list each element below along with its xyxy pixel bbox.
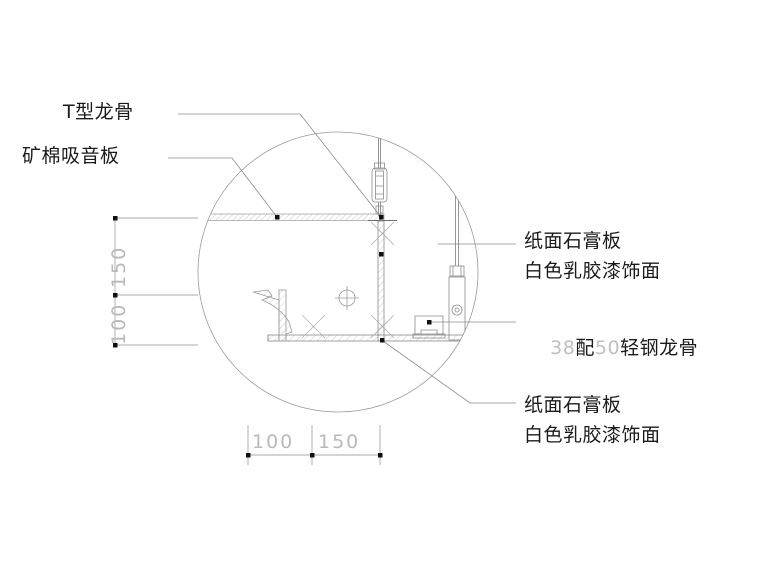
dim-vertical-150: 150	[108, 245, 130, 288]
vertical-dimension-group	[114, 217, 198, 346]
light-steel-keel-section	[412, 315, 446, 339]
vertical-dimension-ticks	[113, 216, 118, 348]
expansion-anchor-bolt	[448, 180, 466, 341]
leader-t-grid	[178, 113, 382, 218]
steel-keel-number-2: 50	[594, 337, 621, 359]
steel-keel-number-1: 38	[550, 337, 576, 359]
suspension-rod-assembly	[371, 132, 388, 216]
steel-keel-middle-char: 配	[575, 337, 595, 359]
horizontal-dimension-ticks	[246, 453, 383, 458]
center-cross-mark	[335, 286, 359, 310]
leader-mineral-wool	[168, 157, 278, 218]
node-points	[275, 215, 432, 343]
label-gypsum-bottom-line1: 纸面石膏板	[524, 394, 622, 416]
leader-gypsum-bottom	[382, 340, 516, 404]
label-gypsum-top-line2: 白色乳胶漆饰面	[524, 260, 661, 282]
label-gypsum-top-line1: 纸面石膏板	[524, 230, 622, 252]
detail-boundary-circle	[197, 131, 479, 413]
leader-lines	[168, 113, 516, 404]
label-t-grid: T型龙骨	[63, 101, 134, 123]
label-gypsum-bottom-line2: 白色乳胶漆饰面	[524, 424, 661, 446]
dim-vertical-100: 100	[108, 302, 130, 345]
mineral-wool-board	[198, 213, 385, 221]
label-mineral-wool: 矿棉吸音板	[22, 145, 120, 167]
dim-horizontal-100: 100	[252, 431, 295, 453]
joint-cross-marks	[301, 221, 395, 339]
cornice-molding	[252, 289, 293, 342]
dim-horizontal-150: 150	[318, 431, 361, 453]
steel-keel-suffix: 轻钢龙骨	[620, 337, 699, 359]
label-steel-keel: 38配50轻钢龙骨	[524, 308, 698, 389]
